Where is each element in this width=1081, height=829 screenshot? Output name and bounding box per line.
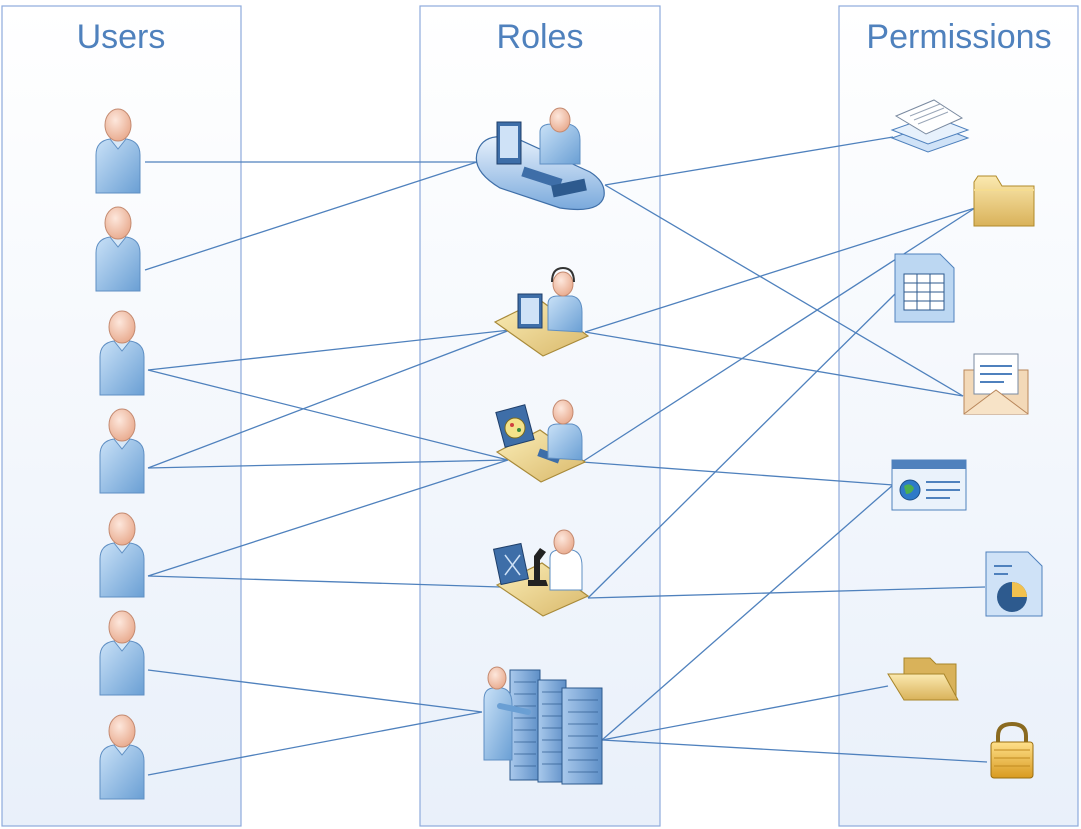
permissions-column: Permissions: [838, 5, 1079, 827]
role-permission-connector: [587, 291, 898, 599]
role-permission-connector: [604, 136, 894, 186]
users-column-title: Users: [77, 18, 166, 56]
user-role-connector: [147, 711, 483, 776]
role-desk-computer-icon: [475, 107, 605, 211]
user-role-connector: [147, 669, 483, 713]
role-permission-connector: [581, 461, 894, 486]
documents-icon: [890, 99, 970, 153]
lock-icon: [990, 721, 1034, 779]
role-permission-connector: [581, 207, 976, 463]
user-role-connector: [147, 329, 511, 469]
user-role-connector: [147, 329, 511, 371]
role-support-agent-icon: [493, 266, 590, 357]
role-permission-connector: [604, 184, 964, 397]
user-role-connector: [144, 161, 478, 271]
user-role-connector: [147, 459, 509, 469]
spreadsheet-icon: [894, 253, 955, 323]
report-chart-icon: [985, 551, 1043, 617]
permissions-column-title: Permissions: [866, 18, 1051, 56]
role-permission-connector: [584, 331, 964, 397]
role-scientist-icon: [492, 529, 590, 617]
role-permission-connector: [601, 484, 894, 741]
user-role-connector: [147, 459, 509, 577]
user-role-connector: [147, 575, 501, 588]
email-icon: [963, 353, 1029, 415]
folder-icon: [973, 175, 1035, 227]
role-permission-connector: [601, 685, 889, 741]
roles-column-title: Roles: [497, 18, 584, 56]
user-role-connector: [147, 369, 509, 461]
web-page-icon: [891, 459, 967, 511]
role-permission-connector: [601, 739, 988, 763]
role-permission-connector: [584, 207, 976, 333]
connection-lines: [144, 136, 988, 776]
role-permission-connector: [587, 586, 986, 599]
open-folder-icon: [887, 657, 959, 701]
role-designer-icon: [495, 399, 587, 483]
role-server-admin-icon: [483, 666, 603, 785]
